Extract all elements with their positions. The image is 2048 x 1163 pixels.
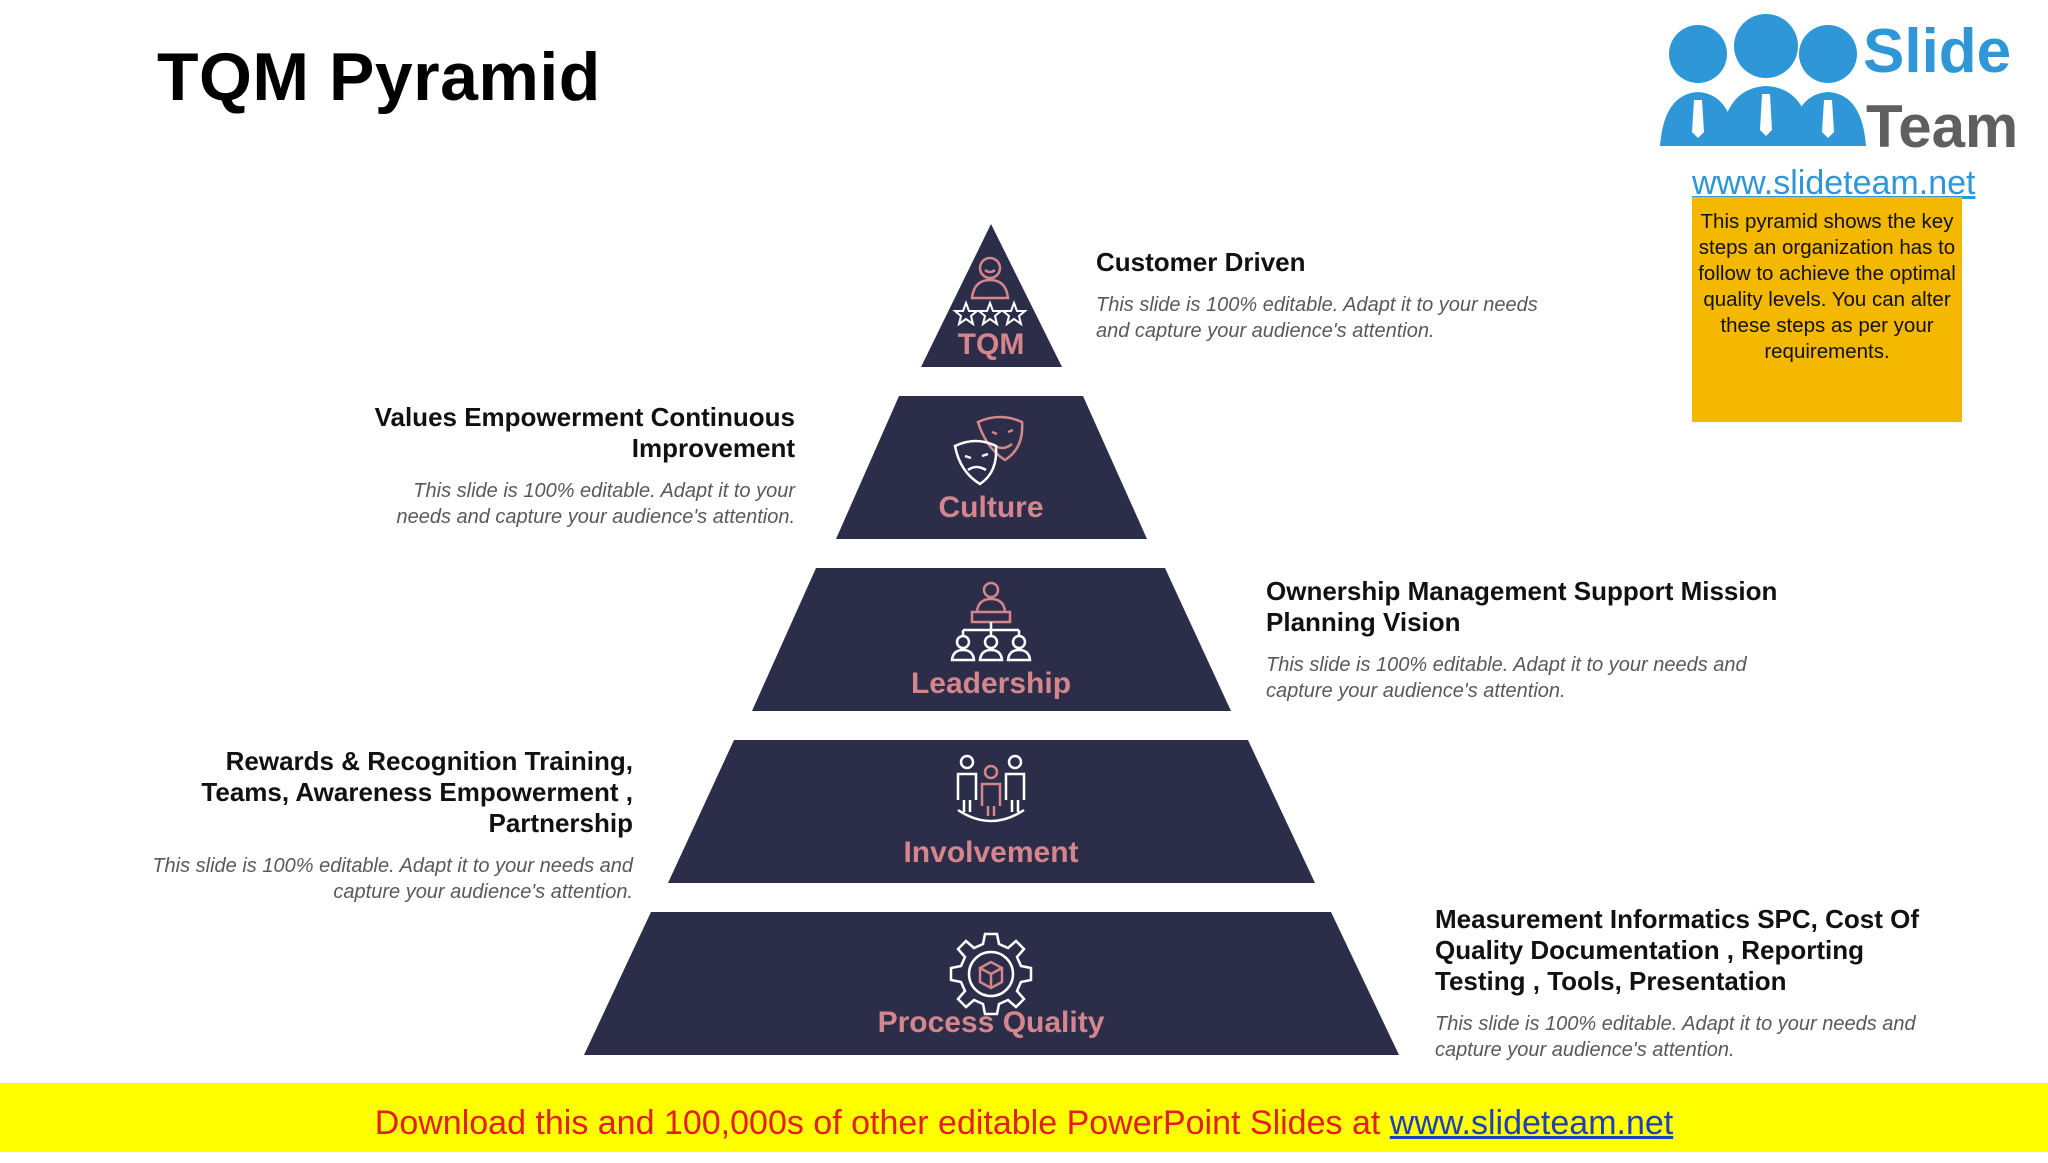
description-values-empowerment: Values Empowerment Continuous Improvemen… (360, 402, 795, 530)
description-body: This slide is 100% editable. Adapt it to… (152, 855, 633, 903)
logo-url-link[interactable]: www.slideteam.net (1692, 164, 1976, 202)
description-customer-driven: Customer Driven This slide is 100% edita… (1096, 247, 1556, 344)
description-heading: Ownership Management Support Mission Pla… (1266, 576, 1778, 637)
description-body: This slide is 100% editable. Adapt it to… (1266, 654, 1747, 702)
description-heading: Customer Driven (1096, 247, 1306, 277)
description-body: This slide is 100% editable. Adapt it to… (1096, 294, 1538, 342)
logo-word-team: Team (1866, 93, 2019, 160)
description-body: This slide is 100% editable. Adapt it to… (396, 480, 795, 528)
description-heading: Values Empowerment Continuous Improvemen… (374, 402, 795, 463)
tier-label-involvement: Involvement (903, 836, 1079, 869)
team-people-icon (1660, 14, 1866, 146)
tier-1-shape (921, 224, 1062, 367)
download-banner-link[interactable]: www.slideteam.net (1389, 1104, 1674, 1142)
leader-team-icon (950, 581, 1032, 662)
download-banner: Download this and 100,000s of other edit… (0, 1083, 2048, 1152)
description-heading: Measurement Informatics SPC, Cost Of Qua… (1435, 904, 1919, 996)
tier-label-tqm: TQM (957, 328, 1025, 361)
theater-masks-icon (953, 415, 1024, 486)
tier-label-process-quality: Process Quality (877, 1006, 1105, 1039)
slideteam-logo[interactable]: Slide Team www.slideteam.net (1638, 0, 2038, 202)
star-icons (952, 300, 1028, 327)
tier-3-shape (752, 568, 1231, 711)
download-banner-text: Download this and 100,000s of other edit… (374, 1104, 1390, 1142)
description-body: This slide is 100% editable. Adapt it to… (1435, 1013, 1916, 1061)
tier-label-culture: Culture (938, 491, 1044, 524)
logo-word-slide: Slide (1863, 17, 2012, 86)
description-ownership-management: Ownership Management Support Mission Pla… (1266, 576, 1786, 704)
tier-4-shape (668, 740, 1315, 883)
description-heading: Rewards & Recognition Training, Teams, A… (201, 746, 633, 838)
tier-label-leadership: Leadership (910, 667, 1072, 700)
description-measurement-informatics: Measurement Informatics SPC, Cost Of Qua… (1435, 904, 1935, 1063)
tqm-pyramid (584, 224, 1399, 1055)
description-rewards-recognition: Rewards & Recognition Training, Teams, A… (133, 746, 633, 905)
people-group-icon (956, 754, 1026, 823)
gear-box-icon (949, 932, 1033, 1016)
tier-2-shape (836, 396, 1147, 539)
customer-rating-icon (970, 256, 1010, 300)
sticky-note: This pyramid shows the key steps an orga… (1692, 197, 1962, 422)
page-title: TQM Pyramid (157, 39, 601, 115)
